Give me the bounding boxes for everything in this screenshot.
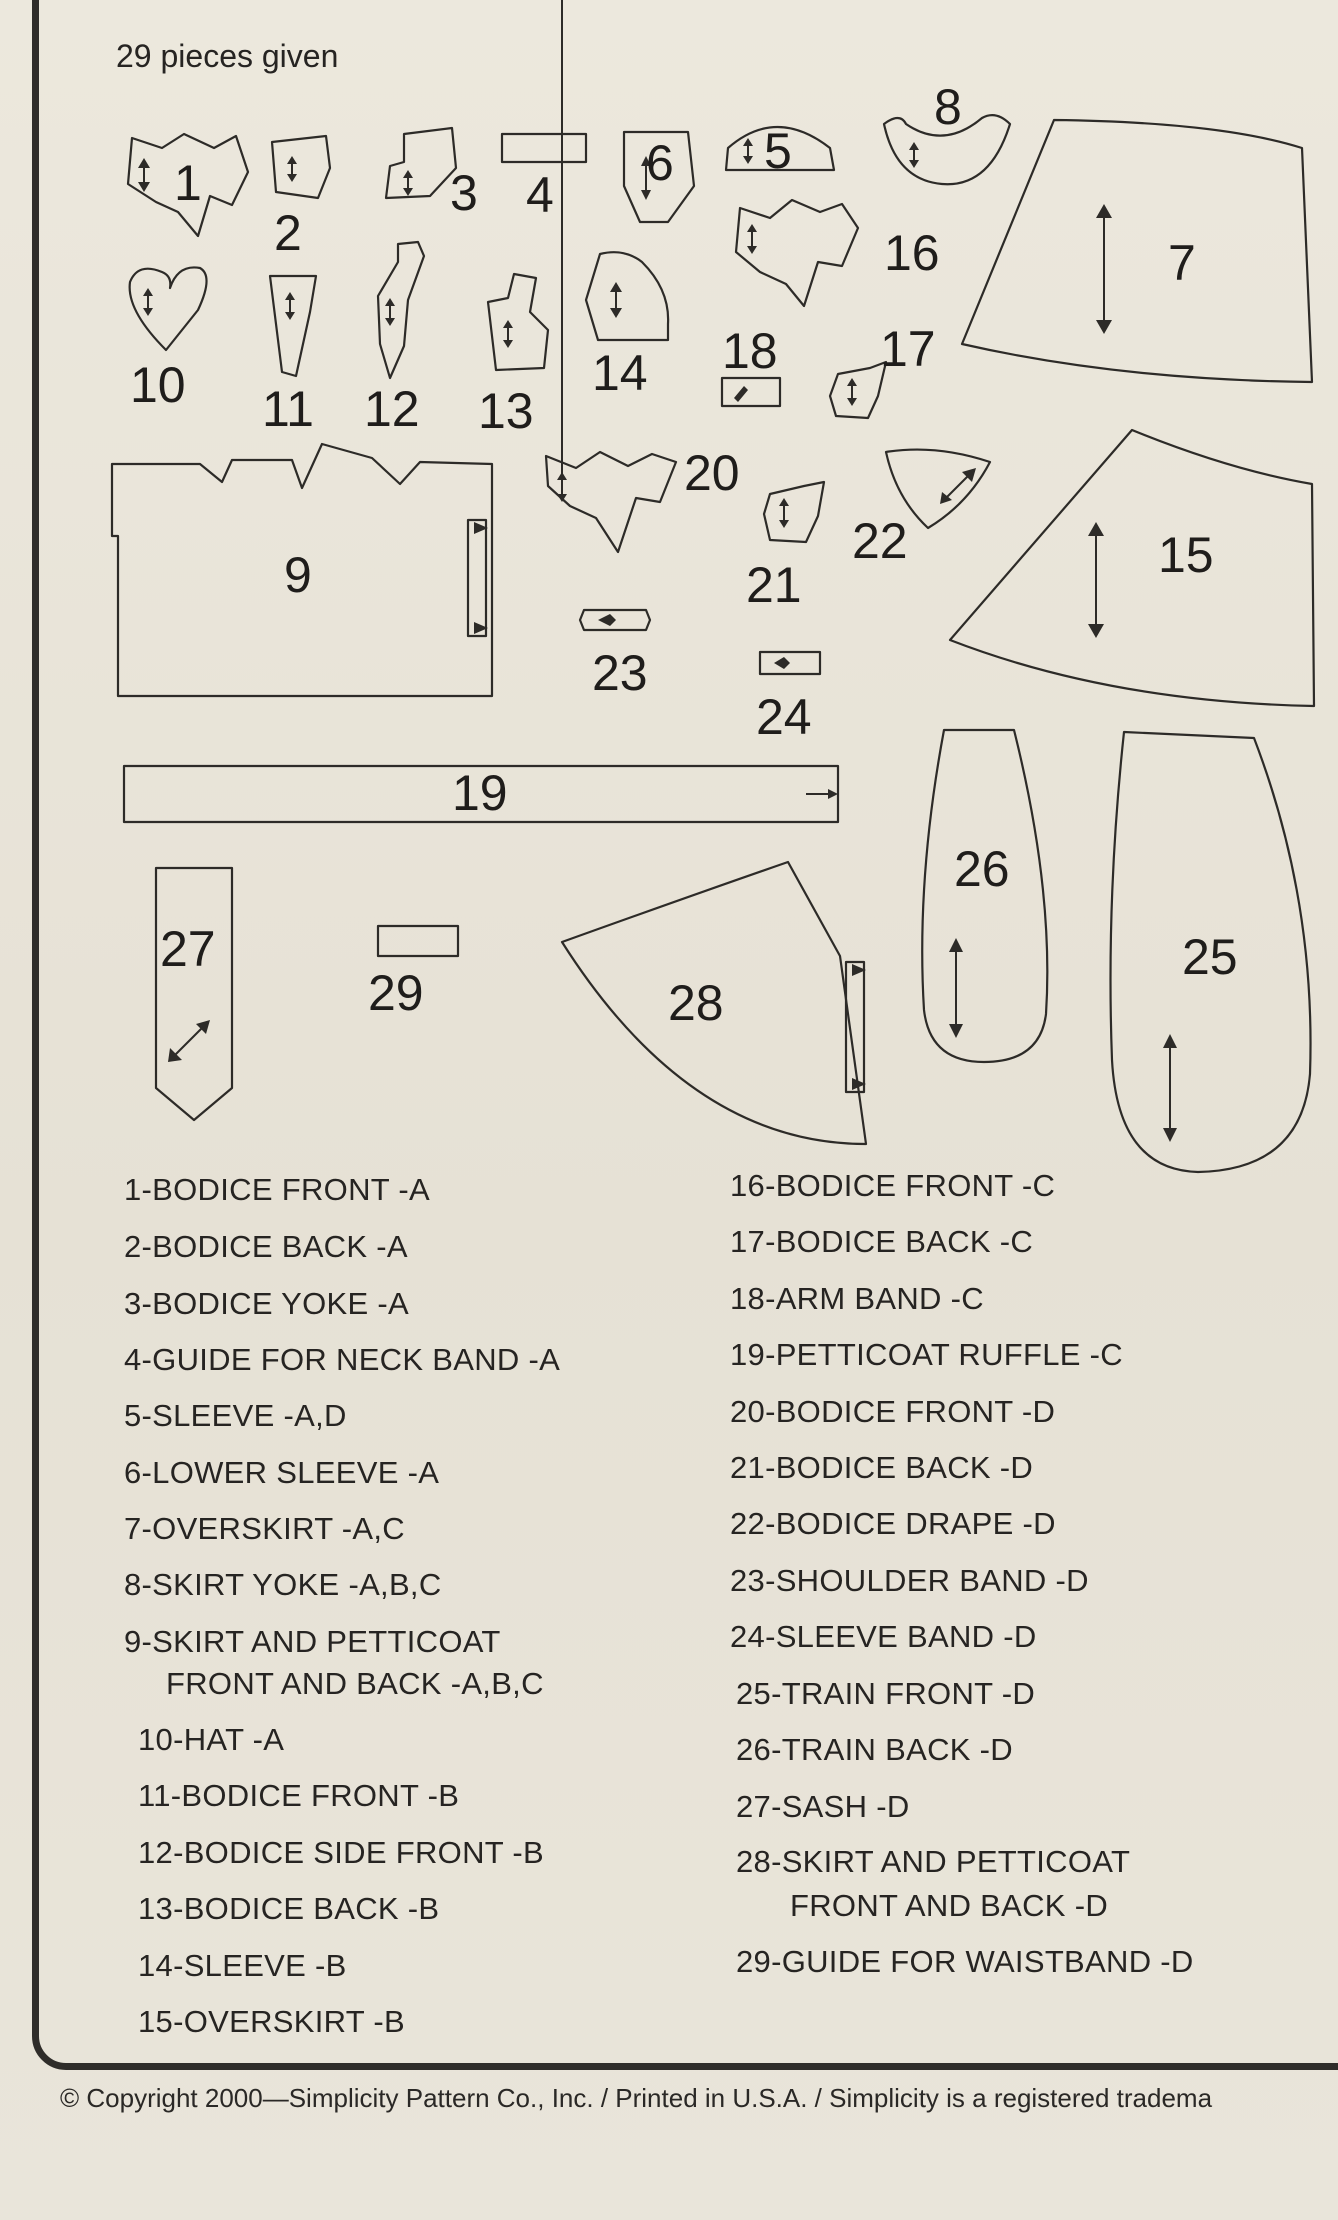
piece-21: 21 [746,480,826,613]
legend-item-6: 6-LOWER SLEEVE -A [124,1455,440,1490]
piece-number-28: 28 [668,975,724,1031]
legend-item-21: 21-BODICE BACK -D [730,1450,1034,1485]
piece-17: 17 [828,321,936,420]
piece-number-6: 6 [646,135,674,191]
piece-22: 22 [852,448,992,569]
piece-15: 15 [948,428,1316,708]
piece-3: 3 [384,126,478,221]
legend-item-13: 13-BODICE BACK -B [138,1891,440,1926]
legend-item-25: 25-TRAIN FRONT -D [736,1676,1036,1711]
legend-item-17: 17-BODICE BACK -C [730,1224,1034,1259]
legend-item-4: 4-GUIDE FOR NECK BAND -A [124,1342,561,1377]
piece-20: 20 [544,0,740,554]
piece-25: 25 [1109,730,1312,1174]
piece-5: 5 [724,123,836,179]
piece-number-27: 27 [160,921,216,977]
legend-item-2: 2-BODICE BACK -A [124,1229,408,1264]
piece-18: 18 [720,323,782,408]
legend-item-8: 8-SKIRT YOKE -A,B,C [124,1567,442,1602]
piece-10: 10 [128,266,208,413]
piece-number-24: 24 [756,689,812,745]
piece-number-21: 21 [746,557,802,613]
piece-number-25: 25 [1182,929,1238,985]
piece-4: 4 [500,132,588,223]
legend-item-9-cont: FRONT AND BACK -A,B,C [166,1666,544,1701]
piece-number-16: 16 [884,225,940,281]
pieces-given-label: 29 pieces given [116,38,339,74]
piece-8: 8 [882,79,1012,186]
piece-13: 13 [478,272,550,439]
piece-1: 1 [126,132,250,238]
piece-number-4: 4 [526,167,554,223]
piece-28: 28 [560,860,868,1146]
piece-12: 12 [364,240,426,437]
piece-number-29: 29 [368,965,424,1021]
piece-number-17: 17 [880,321,936,377]
piece-11: 11 [262,274,318,437]
piece-number-10: 10 [130,357,186,413]
legend-item-26: 26-TRAIN BACK -D [736,1732,1013,1767]
piece-14: 14 [584,251,670,401]
piece-number-8: 8 [934,79,962,135]
piece-number-11: 11 [262,381,314,437]
piece-number-23: 23 [592,645,648,701]
pattern-frame [32,0,1338,2070]
legend-item-19: 19-PETTICOAT RUFFLE -C [730,1337,1123,1372]
piece-number-12: 12 [364,381,420,437]
legend-item-5: 5-SLEEVE -A,D [124,1398,347,1433]
legend-item-23: 23-SHOULDER BAND -D [730,1563,1089,1598]
legend-item-24: 24-SLEEVE BAND -D [730,1619,1037,1654]
legend-item-15: 15-OVERSKIRT -B [138,2004,405,2039]
legend-item-28: 28-SKIRT AND PETTICOAT [736,1844,1131,1879]
piece-2: 2 [270,134,332,261]
legend-item-20: 20-BODICE FRONT -D [730,1394,1056,1429]
piece-6: 6 [622,130,696,224]
piece-number-13: 13 [478,383,534,439]
legend-item-11: 11-BODICE FRONT -B [138,1778,460,1813]
legend-item-14: 14-SLEEVE -B [138,1948,347,1983]
piece-number-22: 22 [852,513,908,569]
piece-number-3: 3 [450,165,478,221]
piece-19: 19 [122,764,840,824]
legend-item-18: 18-ARM BAND -C [730,1281,984,1316]
legend-item-1: 1-BODICE FRONT -A [124,1172,430,1207]
piece-number-5: 5 [764,123,792,179]
legend-item-12: 12-BODICE SIDE FRONT -B [138,1835,544,1870]
piece-16: 16 [734,198,940,308]
legend-item-7: 7-OVERSKIRT -A,C [124,1511,405,1546]
legend-item-27: 27-SASH -D [736,1789,910,1824]
piece-number-15: 15 [1158,527,1214,583]
piece-27: 27 [154,866,234,1122]
piece-number-18: 18 [722,323,778,379]
legend-item-22: 22-BODICE DRAPE -D [730,1506,1056,1541]
piece-24: 24 [756,650,822,745]
copyright-notice: © Copyright 2000—Simplicity Pattern Co.,… [60,2083,1213,2113]
legend-item-10: 10-HAT -A [138,1722,285,1757]
piece-number-7: 7 [1168,235,1196,291]
legend-item-9: 9-SKIRT AND PETTICOAT [124,1624,501,1659]
piece-number-14: 14 [592,345,648,401]
piece-number-19: 19 [452,765,508,821]
piece-23: 23 [578,608,652,701]
legend-item-29: 29-GUIDE FOR WAISTBAND -D [736,1944,1194,1979]
piece-number-20: 20 [684,445,740,501]
piece-number-26: 26 [954,841,1010,897]
piece-number-1: 1 [174,155,202,211]
legend-item-28-cont: FRONT AND BACK -D [790,1888,1109,1923]
piece-9: 9 [110,442,494,698]
piece-7: 7 [960,118,1314,384]
piece-number-9: 9 [284,547,312,603]
legend-item-3: 3-BODICE YOKE -A [124,1286,410,1321]
piece-29: 29 [368,924,460,1021]
piece-number-2: 2 [274,205,302,261]
piece-26: 26 [921,728,1049,1064]
legend-item-16: 16-BODICE FRONT -C [730,1168,1056,1203]
